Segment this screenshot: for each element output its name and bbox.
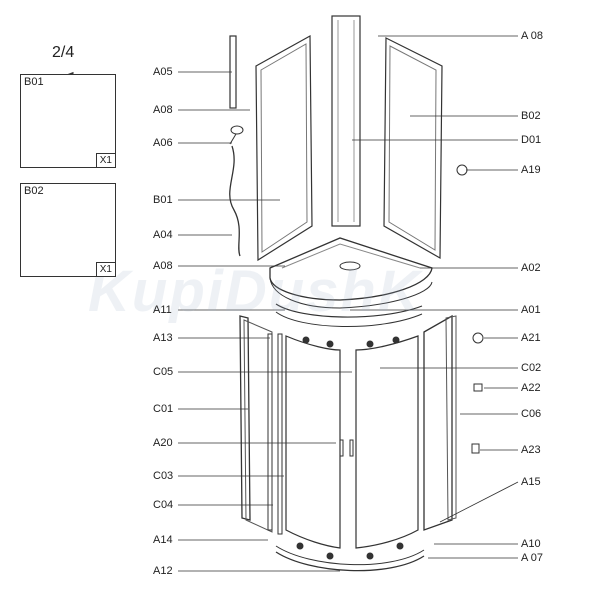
label-a04: A04 bbox=[153, 229, 173, 241]
part-box-b02: B02 X1 bbox=[20, 183, 116, 277]
label-a02: A02 bbox=[521, 262, 541, 274]
fitting-a19 bbox=[456, 164, 468, 176]
lower-right-fixed-panel bbox=[423, 314, 453, 531]
door-handle-left bbox=[339, 439, 344, 457]
label-a08: A08 bbox=[153, 104, 173, 116]
left-sliding-door bbox=[285, 335, 341, 549]
label-a06: A06 bbox=[153, 137, 173, 149]
label-a19: A19 bbox=[521, 164, 541, 176]
label-c01: C01 bbox=[153, 403, 174, 415]
part-code: B02 bbox=[24, 185, 44, 197]
page-number: 2/4 bbox=[52, 44, 75, 61]
label-a15: A15 bbox=[521, 476, 541, 488]
label-b01: B01 bbox=[153, 194, 173, 206]
label-a14: A14 bbox=[153, 534, 173, 546]
shower-tray bbox=[269, 237, 433, 301]
label-a23: A23 bbox=[521, 444, 541, 456]
label-a21: A21 bbox=[521, 332, 541, 344]
fitting-a21 bbox=[472, 332, 484, 344]
part-qty: X1 bbox=[95, 153, 115, 167]
tray-skirt bbox=[275, 303, 423, 318]
profile-c04 bbox=[267, 333, 273, 531]
upper-left-panel bbox=[255, 34, 313, 262]
label-c05: C05 bbox=[153, 366, 174, 378]
hand-shower bbox=[230, 125, 244, 135]
label-c03: C03 bbox=[153, 470, 174, 482]
label-d01: D01 bbox=[521, 134, 542, 146]
label-b02: B02 bbox=[521, 110, 541, 122]
label-a01: A01 bbox=[521, 304, 541, 316]
right-sliding-door bbox=[355, 335, 419, 549]
label-a20: A20 bbox=[153, 437, 173, 449]
fitting-a22 bbox=[473, 383, 483, 392]
label-c06: C06 bbox=[521, 408, 542, 420]
label-a08-top: A 08 bbox=[521, 30, 544, 42]
lower-left-fixed-panel bbox=[239, 315, 251, 521]
shower-hose bbox=[229, 145, 241, 257]
label-c02: C02 bbox=[521, 362, 542, 374]
label-a05: A05 bbox=[153, 66, 173, 78]
watermark: KupiDushK bbox=[88, 259, 422, 324]
fitting-a23 bbox=[471, 443, 480, 454]
center-column bbox=[331, 15, 361, 227]
label-a08-lower: A08 bbox=[153, 260, 173, 272]
part-box-b01: B01 X1 bbox=[20, 74, 116, 168]
profile-c03 bbox=[277, 333, 283, 535]
label-c04: C04 bbox=[153, 499, 174, 511]
bottom-track bbox=[275, 551, 425, 572]
label-a07: A 07 bbox=[521, 552, 544, 564]
part-code: B01 bbox=[24, 76, 44, 88]
label-a12: A12 bbox=[153, 565, 173, 577]
label-a22: A22 bbox=[521, 382, 541, 394]
label-a11: A11 bbox=[153, 304, 172, 316]
door-handle-right bbox=[349, 439, 354, 457]
label-a13: A13 bbox=[153, 332, 173, 344]
label-a10: A10 bbox=[521, 538, 541, 550]
upper-right-panel bbox=[383, 37, 443, 260]
part-qty: X1 bbox=[95, 262, 115, 276]
